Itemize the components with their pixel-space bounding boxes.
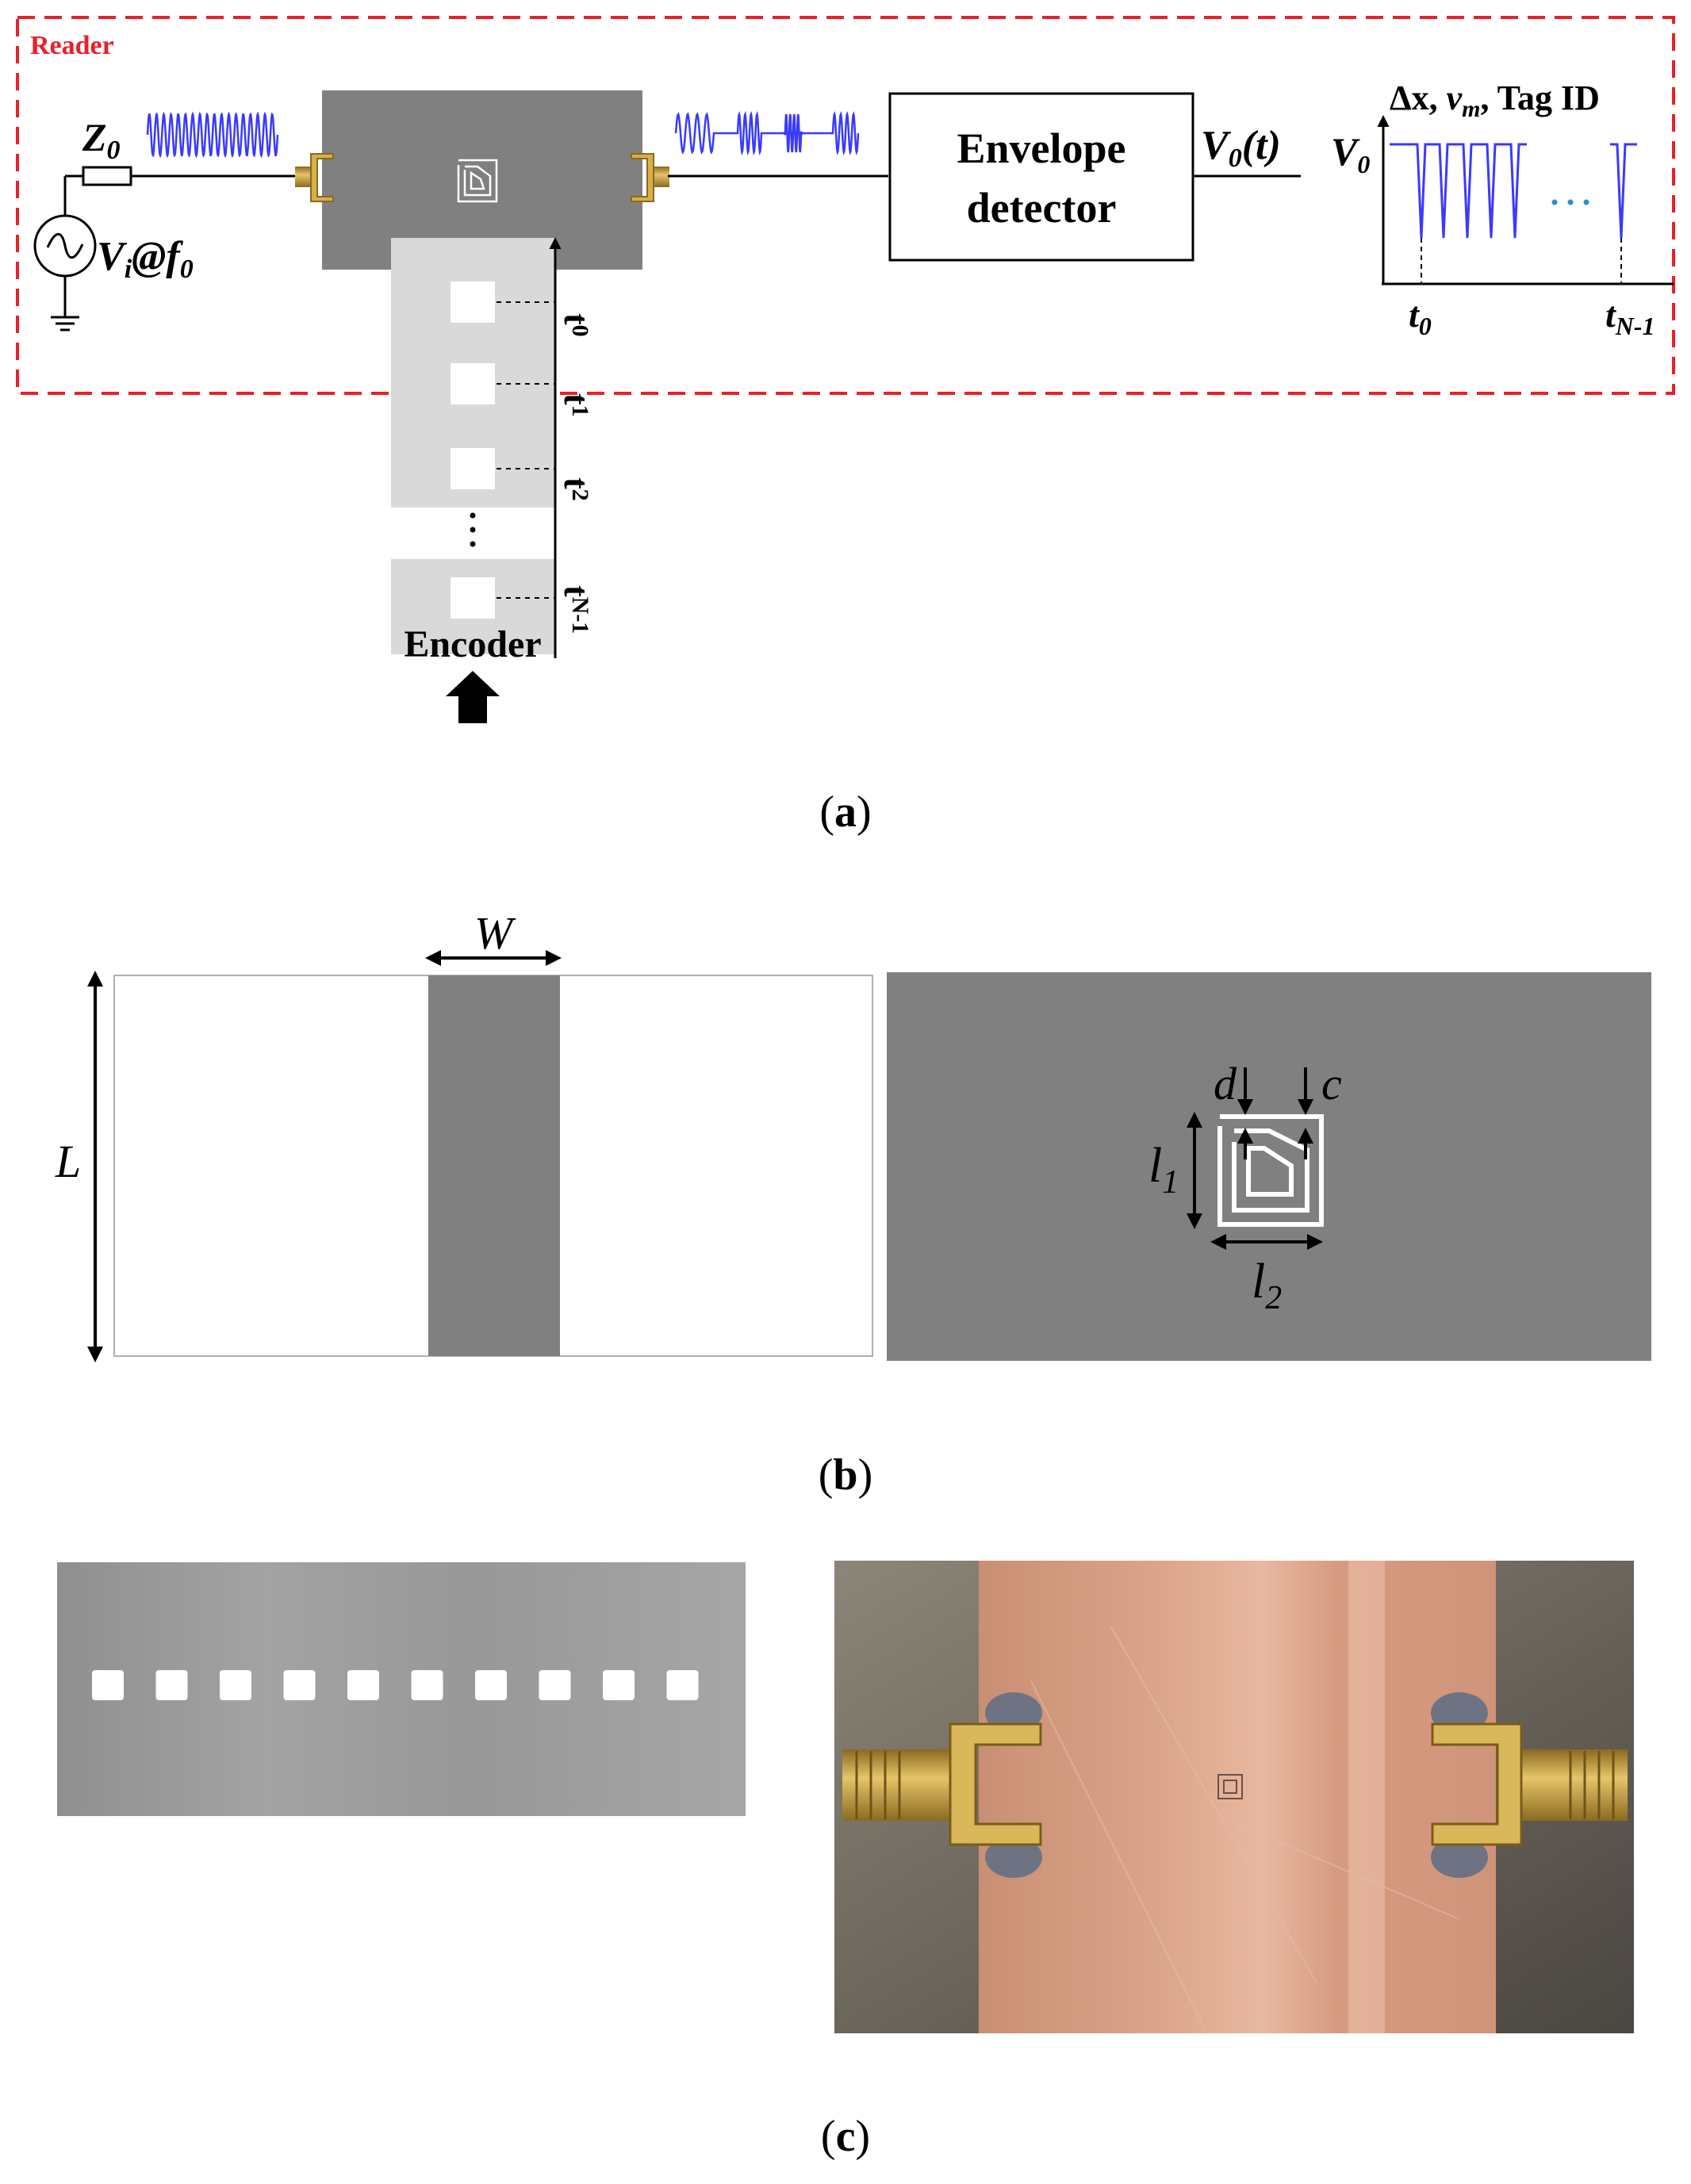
output-pulse-plot: Δx, vm, Tag ID V0 t0 tN-1 bbox=[1331, 79, 1674, 340]
carrier-wave-signal bbox=[146, 111, 279, 159]
reader-label: Reader bbox=[30, 31, 114, 60]
output-voltage-label: V0(t) bbox=[1201, 123, 1281, 173]
encoder-layout-strip bbox=[428, 975, 560, 1356]
panel-c: (c) bbox=[57, 1561, 1634, 2161]
encoder-label: Encoder bbox=[404, 623, 541, 665]
pulse-plot-dots bbox=[1551, 199, 1589, 205]
z0-label: Z0 bbox=[82, 115, 121, 165]
plot-tn-label: tN-1 bbox=[1605, 294, 1655, 340]
encoder-window bbox=[411, 1670, 443, 1700]
encoder-window bbox=[475, 1670, 507, 1700]
encoder-strip bbox=[391, 238, 555, 654]
label-l1: l1 bbox=[1148, 1139, 1179, 1201]
voltage-source bbox=[33, 174, 97, 331]
plot-title: Δx, vm, Tag ID bbox=[1390, 79, 1600, 122]
reader-boundary bbox=[16, 16, 1675, 395]
encoder-window bbox=[539, 1670, 571, 1700]
panel-a: Reader Z0 Vi@f0 bbox=[16, 16, 1675, 837]
encoder-window bbox=[155, 1670, 188, 1700]
plot-ylabel: V0 bbox=[1331, 129, 1370, 178]
plot-t0-label: t0 bbox=[1409, 294, 1432, 340]
time-marker-n1: tN-1 bbox=[557, 585, 596, 634]
caption-a: (a) bbox=[819, 787, 871, 837]
encoder-window bbox=[347, 1670, 379, 1700]
encoder-motion-arrow-icon bbox=[446, 671, 500, 723]
envelope-detector-line1: Envelope bbox=[957, 125, 1125, 172]
envelope-detector-line2: detector bbox=[967, 184, 1117, 232]
encoder-window bbox=[666, 1670, 699, 1700]
time-marker-1: t1 bbox=[557, 393, 596, 417]
sensor-photo-resonator-icon bbox=[1217, 1774, 1243, 1799]
time-marker-2: t2 bbox=[557, 477, 596, 501]
sensor-photo bbox=[834, 1561, 1634, 2033]
source-impedance-resistor bbox=[82, 166, 303, 186]
label-c: c bbox=[1321, 1058, 1342, 1109]
caption-b: (b) bbox=[819, 1450, 872, 1500]
label-L: L bbox=[55, 1136, 81, 1187]
pulse-trace bbox=[1390, 143, 1637, 239]
spiral-resonator-icon bbox=[457, 159, 498, 203]
encoder-window bbox=[92, 1670, 124, 1700]
encoder-time-ticks bbox=[497, 301, 555, 599]
sma-connector-right bbox=[631, 153, 669, 202]
envelope-detector-box bbox=[888, 92, 1194, 262]
sensor-layout-board bbox=[887, 972, 1651, 1361]
panel-b: W L d c l1 l2 (b) bbox=[55, 907, 1651, 1500]
label-l2: l2 bbox=[1252, 1255, 1282, 1316]
label-W: W bbox=[474, 907, 516, 959]
caption-c: (c) bbox=[821, 2112, 870, 2161]
encoder-window bbox=[603, 1670, 635, 1700]
encoder-photo-windows bbox=[92, 1670, 699, 1700]
label-d: d bbox=[1214, 1058, 1237, 1109]
modulated-signal-dots bbox=[783, 131, 803, 136]
time-marker-0: t0 bbox=[557, 313, 596, 337]
modulated-signal bbox=[674, 110, 860, 156]
source-label: Vi@f0 bbox=[97, 234, 194, 284]
sma-connector-left bbox=[295, 153, 334, 202]
encoder-window bbox=[283, 1670, 316, 1700]
spiral-resonator-detail-icon bbox=[1217, 1114, 1324, 1227]
encoder-window bbox=[220, 1670, 251, 1700]
